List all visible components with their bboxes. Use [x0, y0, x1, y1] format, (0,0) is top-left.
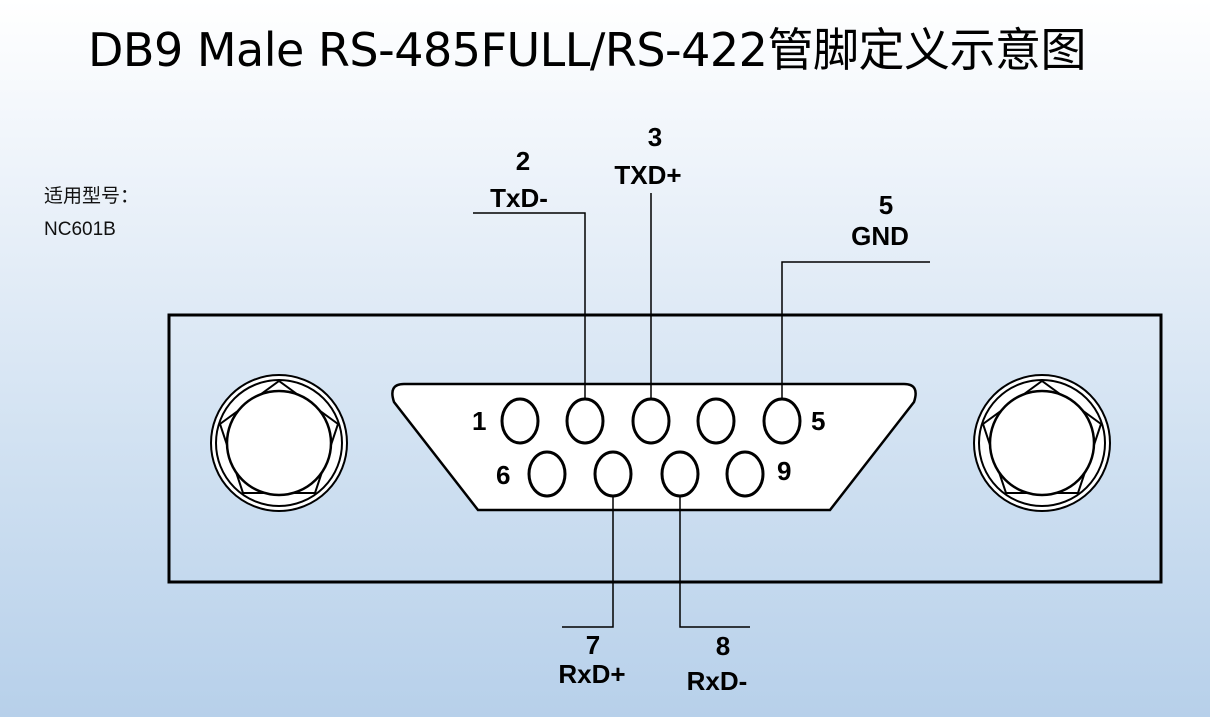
model-info: 适用型号： NC601B	[44, 180, 139, 246]
leader-pin-5	[781, 261, 930, 399]
pin-5	[762, 397, 802, 445]
signal-pin-7-number: 7	[586, 630, 600, 660]
signal-pin-5: 5 GND	[851, 190, 909, 251]
pin-number-6: 6	[496, 460, 510, 490]
pin-7	[593, 450, 633, 498]
pin-number-9: 9	[777, 456, 791, 486]
signal-pin-2-number: 2	[516, 146, 530, 176]
pin-8	[660, 450, 700, 498]
model-value: NC601B	[44, 219, 116, 240]
pin-6	[527, 450, 567, 498]
signal-pin-3-name: TXD+	[614, 160, 681, 190]
signal-pin-8: 8 RxD-	[687, 631, 748, 696]
pin-number-5: 5	[811, 406, 825, 436]
model-label: 适用型号：	[44, 186, 140, 207]
leader-pin-7	[562, 496, 614, 628]
signal-pin-3: 3 TXD+	[614, 122, 681, 190]
signal-pin-3-number: 3	[648, 122, 662, 152]
leader-lines	[473, 193, 930, 628]
signal-pin-2: 2 TxD-	[490, 146, 548, 213]
leader-pin-8	[679, 496, 750, 628]
signal-pin-8-name: RxD-	[687, 666, 748, 696]
pin-3	[631, 397, 671, 445]
right-mounting-screw	[973, 374, 1111, 512]
pin-9	[725, 450, 765, 498]
page-title: DB9 Male RS-485FULL/RS-422管脚定义示意图	[88, 23, 1086, 77]
pin-4	[696, 397, 736, 445]
signal-pin-2-name: TxD-	[490, 183, 548, 213]
pin-1	[500, 397, 540, 445]
pin-2	[565, 397, 605, 445]
signal-pin-7-name: RxD+	[558, 659, 625, 689]
signal-pin-8-number: 8	[716, 631, 730, 661]
signal-pin-7: 7 RxD+	[558, 630, 625, 689]
connector-panel	[167, 313, 1163, 584]
signal-pin-5-name: GND	[851, 221, 909, 251]
leader-pin-2	[473, 212, 586, 399]
signal-pin-5-number: 5	[879, 190, 893, 220]
pin-number-1: 1	[472, 406, 486, 436]
left-mounting-screw	[210, 374, 348, 512]
